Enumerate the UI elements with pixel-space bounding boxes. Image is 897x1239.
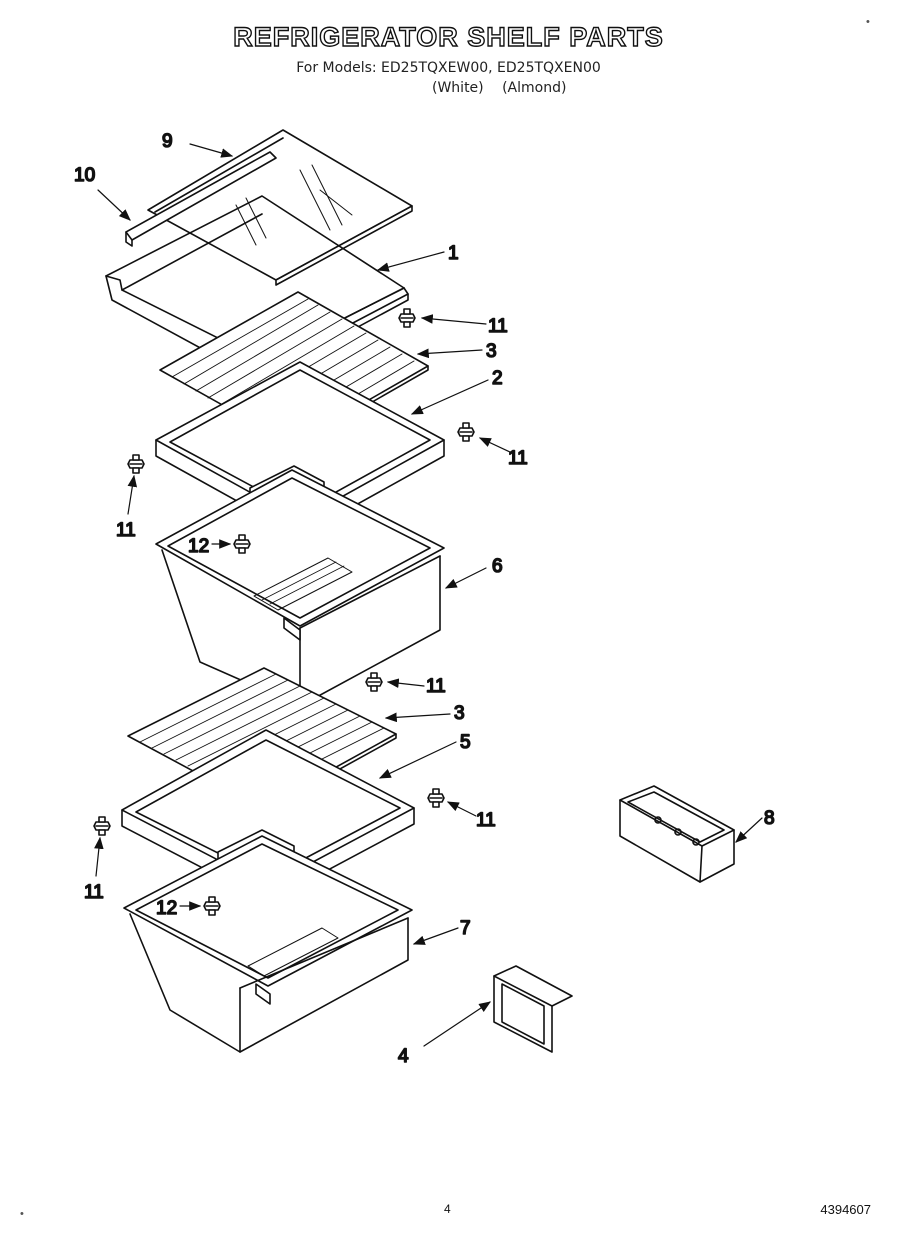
clip-part-11 xyxy=(457,422,475,442)
callout-1: 1 xyxy=(448,243,459,264)
callout-12: 12 xyxy=(188,536,209,557)
callout-12: 12 xyxy=(156,898,177,919)
document-code: 4394607 xyxy=(820,1202,871,1217)
insert-part-4 xyxy=(493,965,573,1053)
callout-11: 11 xyxy=(116,520,136,541)
callout-11: 11 xyxy=(476,810,496,831)
clip-part-11 xyxy=(127,454,145,474)
leader-lines xyxy=(94,143,763,1047)
callout-8: 8 xyxy=(764,808,775,829)
shelf-trim-part-10 xyxy=(125,151,277,247)
callout-5: 5 xyxy=(460,732,471,753)
model-colors: (White) (Almond) xyxy=(432,80,580,96)
callout-2: 2 xyxy=(492,368,503,389)
page-number: 4 xyxy=(444,1202,451,1216)
callout-6: 6 xyxy=(492,556,503,577)
callout-11: 11 xyxy=(488,316,508,337)
clip-part-11 xyxy=(93,816,111,836)
clip-part-11 xyxy=(365,672,383,692)
corner-mark: • xyxy=(866,16,870,28)
color-almond-label: (Almond) xyxy=(502,80,567,96)
glass-shelf-part-9 xyxy=(147,129,413,286)
corner-mark: • xyxy=(20,1208,24,1220)
callout-9: 9 xyxy=(162,131,173,152)
callout-3: 3 xyxy=(454,703,465,724)
page-title: REFRIGERATOR SHELF PARTS xyxy=(233,21,664,52)
crisper-drawer-part-6 xyxy=(155,469,445,707)
callout-3: 3 xyxy=(486,341,497,362)
callout-11: 11 xyxy=(84,882,104,903)
shelf-frame-part-1 xyxy=(105,195,409,385)
model-subtitle: For Models: ED25TQXEW00, ED25TQXEN00 xyxy=(296,60,601,76)
clip-part-11 xyxy=(398,308,416,328)
callout-10: 10 xyxy=(74,165,95,186)
door-bin-part-8 xyxy=(619,785,735,883)
callout-4: 4 xyxy=(398,1046,409,1067)
crisper-drawer-part-7 xyxy=(123,835,413,1053)
callout-11: 11 xyxy=(426,676,446,697)
callout-7: 7 xyxy=(460,918,471,939)
callout-11: 11 xyxy=(508,448,528,469)
clip-part-11 xyxy=(427,788,445,808)
color-white-label: (White) xyxy=(432,80,484,96)
